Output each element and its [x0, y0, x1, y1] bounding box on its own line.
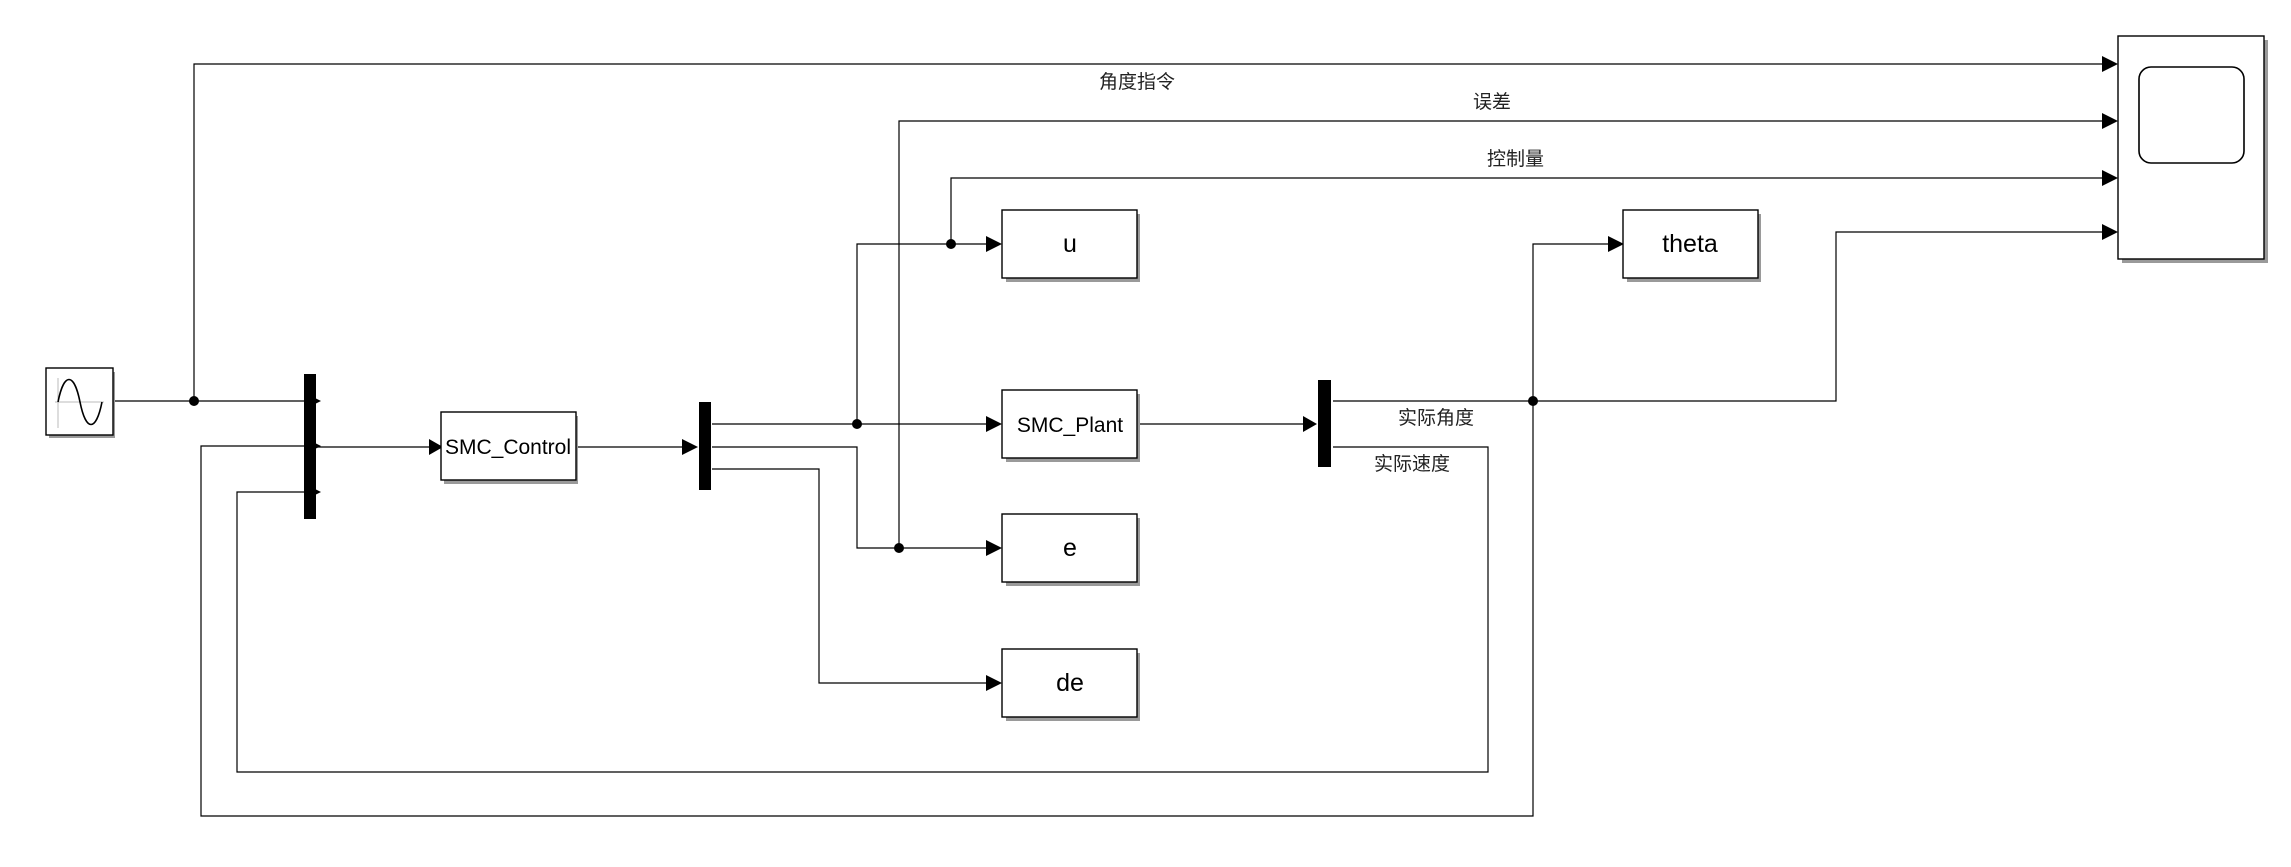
- branch-points: [189, 239, 1538, 553]
- goto-e-block[interactable]: e: [1001, 513, 1140, 586]
- wire-angle-to-goto-theta[interactable]: [1532, 243, 1610, 401]
- wire-u-to-scope[interactable]: [950, 177, 2110, 244]
- arrowheads: [305, 56, 2118, 691]
- signal-label-actual-angle: 实际角度: [1398, 407, 1474, 429]
- signal-label-actual-speed: 实际速度: [1374, 453, 1450, 475]
- branch-point-angle-command: [189, 396, 199, 406]
- arrow-controller-in: [429, 439, 443, 455]
- arrow-goto-theta-in: [1608, 236, 1624, 252]
- sine-wave-source-block[interactable]: [45, 367, 115, 438]
- signal-label-error: 误差: [1473, 91, 1511, 113]
- demux-output-block[interactable]: [699, 402, 711, 490]
- mux-input-block[interactable]: [304, 374, 316, 519]
- wire-angle-command-to-scope[interactable]: [193, 63, 2110, 401]
- smc-plant-label: SMC_Plant: [1017, 414, 1123, 437]
- goto-e-label: e: [1063, 534, 1077, 562]
- wire-e-to-scope[interactable]: [898, 120, 2110, 548]
- wire-actual-angle-feedback[interactable]: [200, 401, 1534, 817]
- scope-display-icon: [2138, 66, 2245, 164]
- wire-demux-de-to-goto-de[interactable]: [712, 468, 986, 684]
- arrow-mux2-in: [1303, 416, 1317, 432]
- smc-control-label: SMC_Control: [445, 436, 571, 459]
- goto-theta-block[interactable]: theta: [1622, 209, 1761, 282]
- arrow-scope-in2: [2102, 113, 2118, 129]
- wire-actual-angle[interactable]: [1333, 231, 2110, 402]
- branch-point-u: [852, 419, 862, 429]
- goto-u-block[interactable]: u: [1001, 209, 1140, 282]
- wire-demux-e-to-goto-e[interactable]: [712, 446, 986, 549]
- arrow-scope-in1: [2102, 56, 2118, 72]
- smc-plant-block[interactable]: SMC_Plant: [1001, 389, 1140, 462]
- branch-point-e: [894, 543, 904, 553]
- arrow-scope-in4: [2102, 224, 2118, 240]
- signal-label-angle-command: 角度指令: [1099, 71, 1175, 93]
- branch-point-u-scope: [946, 239, 956, 249]
- arrow-goto-de-in: [986, 675, 1002, 691]
- arrow-goto-e-in: [986, 540, 1002, 556]
- arrow-plant-in: [986, 416, 1002, 432]
- arrow-demux-in: [682, 439, 698, 455]
- scope-block[interactable]: [2117, 35, 2268, 263]
- branch-point-actual-angle: [1528, 396, 1538, 406]
- goto-de-block[interactable]: de: [1001, 648, 1140, 721]
- smc-control-block[interactable]: SMC_Control: [440, 411, 578, 484]
- wire-u-branch-to-goto-u[interactable]: [856, 243, 986, 424]
- arrow-scope-in3: [2102, 170, 2118, 186]
- mux-plant-output-block[interactable]: [1318, 380, 1331, 467]
- goto-theta-label: theta: [1662, 230, 1718, 258]
- wire-actual-speed-feedback[interactable]: [236, 446, 1489, 773]
- goto-de-label: de: [1056, 669, 1084, 697]
- goto-u-label: u: [1063, 230, 1077, 258]
- arrow-goto-u-in: [986, 236, 1002, 252]
- sine-wave-icon: [55, 378, 104, 428]
- signal-label-control-amount: 控制量: [1487, 148, 1544, 170]
